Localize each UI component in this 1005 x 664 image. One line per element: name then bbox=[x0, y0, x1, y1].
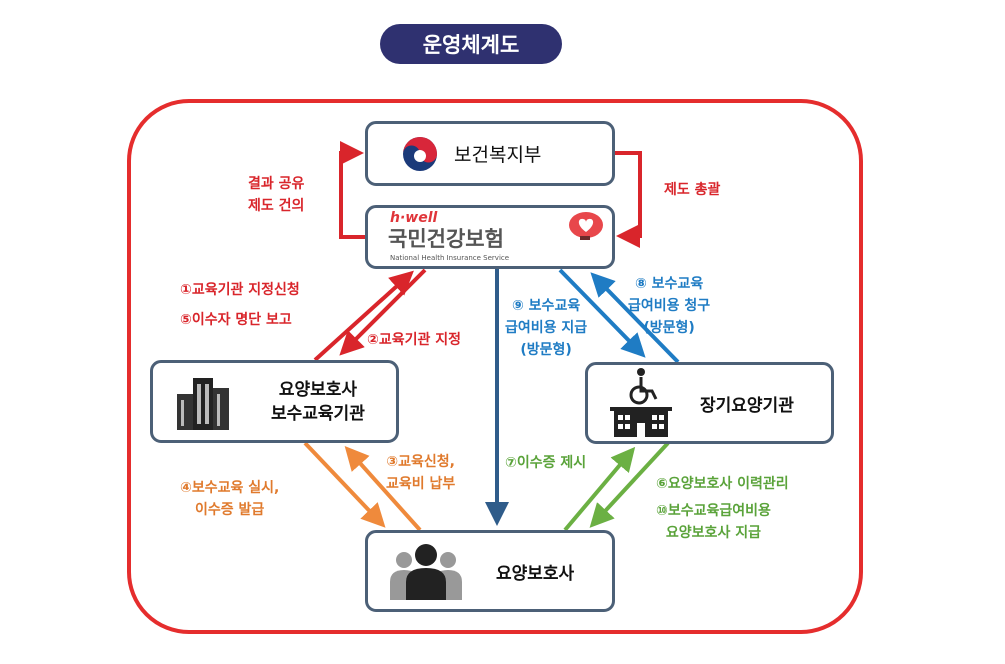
step3-line2: 교육비 납부 bbox=[386, 476, 456, 492]
arrow-step2 bbox=[339, 268, 427, 356]
step3-line1: ③교육신청, bbox=[386, 454, 455, 470]
arrow-step7 bbox=[563, 446, 636, 532]
step10-line2: 요양보호사 지급 bbox=[665, 525, 761, 541]
step8-line2: 급여비용 청구 bbox=[628, 298, 711, 314]
step8-line3: (방문형) bbox=[643, 320, 695, 336]
step10-label: ⑩보수교육급여비용 요양보호사 지급 bbox=[656, 500, 771, 544]
heart-bubble-icon bbox=[569, 212, 603, 240]
oversight-arrow bbox=[614, 151, 642, 248]
step1-label: ①교육기관 지정신청 bbox=[180, 282, 300, 298]
node-caregiver: 요양보호사 bbox=[365, 530, 615, 612]
ltc-institution-name: 장기요양기관 bbox=[700, 395, 794, 416]
step4-label: ④보수교육 실시, 이수증 발급 bbox=[180, 477, 279, 521]
buildings-icon bbox=[177, 377, 229, 430]
node-ministry: 보건복지부 bbox=[365, 121, 615, 186]
step3-label: ③교육신청, 교육비 납부 bbox=[386, 451, 455, 495]
step5-label: ⑤이수자 명단 보고 bbox=[180, 312, 292, 328]
arrow-step1 bbox=[313, 270, 414, 362]
node-ltc-institution: 장기요양기관 bbox=[585, 362, 834, 444]
page-title: 운영체계도 bbox=[380, 24, 562, 64]
step10-line1: ⑩보수교육급여비용 bbox=[656, 503, 771, 519]
oversight-label: 제도 총괄 bbox=[664, 182, 721, 198]
node-training-institution: 요양보호사 보수교육기관 bbox=[150, 360, 399, 443]
step4-line1: ④보수교육 실시, bbox=[180, 480, 280, 496]
feedback-arrow bbox=[339, 141, 365, 239]
arrow-step6 bbox=[589, 441, 670, 528]
nhis-name: 국민건강보험 bbox=[388, 227, 504, 251]
people-icon bbox=[390, 544, 462, 600]
step9-line3: (방문형) bbox=[520, 342, 572, 358]
ministry-name: 보건복지부 bbox=[454, 144, 542, 166]
arrow-step9 bbox=[558, 268, 646, 358]
step8-label: ⑧ 보수교육 급여비용 청구 (방문형) bbox=[628, 273, 710, 339]
nhis-brand: h·well bbox=[390, 210, 438, 226]
caregiver-name: 요양보호사 bbox=[496, 563, 575, 584]
step8-line1: ⑧ 보수교육 bbox=[634, 276, 704, 292]
step9-line2: 급여비용 지급 bbox=[505, 320, 588, 336]
feedback-line2: 제도 건의 bbox=[248, 198, 305, 214]
node-nhis: h·well 국민건강보험 National Health Insurance … bbox=[365, 205, 615, 269]
step7-label: ⑦이수증 제시 bbox=[505, 455, 587, 471]
arrow-step3 bbox=[344, 446, 422, 532]
wheelchair-building-icon bbox=[610, 368, 672, 437]
training-institution-line1: 요양보호사 bbox=[278, 379, 358, 400]
government-emblem-icon bbox=[403, 136, 437, 171]
nhis-english: National Health Insurance Service bbox=[390, 254, 510, 262]
outer-frame bbox=[127, 99, 863, 634]
step9-label: ⑨ 보수교육 급여비용 지급 (방문형) bbox=[505, 295, 587, 361]
step2-label: ②교육기관 지정 bbox=[367, 332, 462, 348]
step4-line2: 이수증 발급 bbox=[195, 502, 265, 518]
training-institution-line2: 보수교육기관 bbox=[271, 403, 365, 424]
feedback-line1: 결과 공유 bbox=[248, 176, 305, 192]
arrow-step4 bbox=[303, 441, 386, 528]
feedback-label: 결과 공유 제도 건의 bbox=[248, 173, 304, 217]
step9-line1: ⑨ 보수교육 bbox=[511, 298, 581, 314]
arrow-step8 bbox=[590, 272, 680, 364]
step6-label: ⑥요양보호사 이력관리 bbox=[656, 476, 789, 492]
